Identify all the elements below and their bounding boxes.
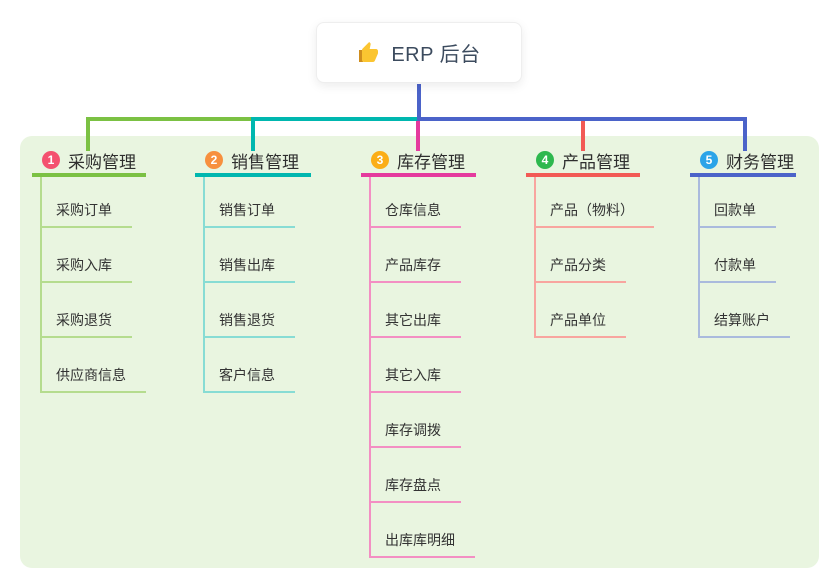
child-node[interactable]: 供应商信息	[42, 338, 146, 393]
branch-node-label: 产品管理	[562, 152, 630, 172]
branch-number-badge-1: 1	[42, 151, 60, 169]
child-node[interactable]: 采购订单	[42, 177, 132, 228]
child-node-label: 结算账户	[714, 312, 770, 328]
branch-number-badge-3: 3	[371, 151, 389, 169]
child-node-label: 供应商信息	[56, 367, 126, 383]
connector-drop-4	[581, 117, 585, 151]
child-node-label: 产品分类	[550, 257, 606, 273]
child-node[interactable]: 库存调拨	[371, 393, 461, 448]
child-node-label: 库存调拨	[385, 422, 441, 438]
child-node-label: 销售订单	[219, 202, 275, 218]
branches-background-panel	[20, 136, 819, 568]
child-node[interactable]: 出库库明细	[371, 503, 475, 558]
connector-drop-2	[251, 117, 255, 151]
branch-node-3[interactable]: 3 库存管理	[361, 147, 476, 177]
child-node[interactable]: 产品库存	[371, 228, 461, 283]
branch-node-4[interactable]: 4 产品管理	[526, 147, 640, 177]
branch-node-label: 库存管理	[397, 152, 465, 172]
branch-children-1: 采购订单采购入库采购退货供应商信息	[40, 177, 146, 393]
child-node-label: 销售退货	[219, 312, 275, 328]
branch-children-3: 仓库信息产品库存其它出库其它入库库存调拨库存盘点出库库明细	[369, 177, 475, 558]
connector-drop-5	[743, 117, 747, 151]
child-node[interactable]: 销售出库	[205, 228, 295, 283]
connector-root-trunk	[417, 84, 421, 121]
child-node-label: 产品单位	[550, 312, 606, 328]
child-node[interactable]: 采购退货	[42, 283, 132, 338]
root-node-label: ERP 后台	[391, 44, 481, 66]
child-node-label: 采购入库	[56, 257, 112, 273]
child-node[interactable]: 客户信息	[205, 338, 295, 393]
child-node-label: 出库库明细	[385, 532, 455, 548]
child-node[interactable]: 结算账户	[700, 283, 790, 338]
connector-drop-1	[86, 117, 90, 151]
branch-children-4: 产品（物料） 产品分类产品单位	[534, 177, 654, 338]
child-node-label: 采购退货	[56, 312, 112, 328]
branch-children-5: 回款单付款单结算账户	[698, 177, 790, 338]
child-node-label: 产品（物料）	[550, 202, 634, 218]
thumbs-up-icon	[357, 41, 381, 65]
branch-node-label: 销售管理	[231, 152, 299, 172]
child-node-label: 销售出库	[219, 257, 275, 273]
branch-node-label: 财务管理	[726, 152, 794, 172]
child-node[interactable]: 销售退货	[205, 283, 295, 338]
branch-number-badge-5: 5	[700, 151, 718, 169]
branch-node-1[interactable]: 1 采购管理	[32, 147, 146, 177]
branch-node-2[interactable]: 2 销售管理	[195, 147, 311, 177]
branch-node-label: 采购管理	[68, 152, 136, 172]
branch-node-5[interactable]: 5 财务管理	[690, 147, 796, 177]
child-node-label: 采购订单	[56, 202, 112, 218]
child-node[interactable]: 回款单	[700, 177, 776, 228]
branch-number-badge-4: 4	[536, 151, 554, 169]
connector-h-5	[419, 117, 747, 121]
child-node[interactable]: 库存盘点	[371, 448, 461, 503]
child-node-label: 库存盘点	[385, 477, 441, 493]
child-node[interactable]: 付款单	[700, 228, 776, 283]
child-node[interactable]: 销售订单	[205, 177, 295, 228]
root-node-erp[interactable]: ERP 后台	[316, 22, 522, 83]
child-node-label: 产品库存	[385, 257, 441, 273]
child-node[interactable]: 产品单位	[536, 283, 626, 338]
branch-children-2: 销售订单销售出库销售退货客户信息	[203, 177, 295, 393]
branch-number-badge-2: 2	[205, 151, 223, 169]
connector-h-2	[251, 117, 419, 121]
child-node-label: 其它出库	[385, 312, 441, 328]
child-node-label: 其它入库	[385, 367, 441, 383]
child-node[interactable]: 仓库信息	[371, 177, 461, 228]
child-node[interactable]: 采购入库	[42, 228, 132, 283]
child-node-label: 付款单	[714, 257, 756, 273]
child-node[interactable]: 其它入库	[371, 338, 461, 393]
child-node[interactable]: 产品（物料）	[536, 177, 654, 228]
child-node-label: 仓库信息	[385, 202, 441, 218]
child-node[interactable]: 产品分类	[536, 228, 626, 283]
child-node-label: 客户信息	[219, 367, 275, 383]
child-node-label: 回款单	[714, 202, 756, 218]
child-node[interactable]: 其它出库	[371, 283, 461, 338]
connector-drop-3	[416, 117, 420, 151]
